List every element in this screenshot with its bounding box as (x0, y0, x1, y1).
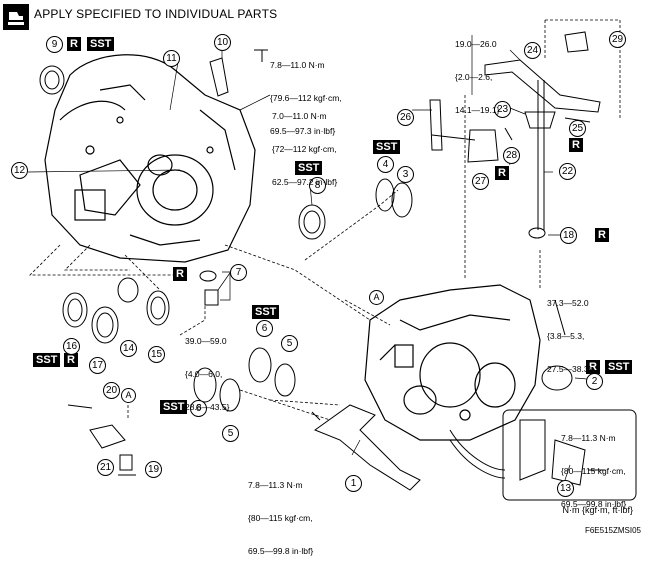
r-badge-25: R (569, 138, 583, 152)
callout-22: 22 (559, 163, 576, 180)
torque-spec-26-line2: {2.0—2.6, (455, 72, 493, 82)
dashed-lines (29, 19, 621, 421)
callout-6b: 6 (190, 400, 207, 417)
sst-badge-6b: SST (160, 400, 188, 414)
torque-spec-26: 19.0—26.0 {2.0—2.6, 14.1—19.1} (455, 17, 499, 138)
transaxle-case (364, 284, 541, 441)
callout-10: 10 (214, 34, 231, 51)
torque-spec-7-line2: {4.0—6.0, (185, 369, 223, 379)
callout-5b: 5 (222, 425, 239, 442)
torque-spec-1-line2: {80—115 kgf·cm, (248, 513, 313, 523)
torque-spec-2-line2: {3.8—5.3, (547, 331, 585, 341)
torque-spec-26-line1: 19.0—26.0 (455, 39, 497, 49)
sst-badge-4: SST (373, 140, 401, 154)
detail-inset (449, 409, 637, 501)
torque-spec-13-line2: {80—115 kgf·cm, (561, 466, 626, 476)
sst-badge-16: SST (33, 353, 61, 367)
torque-spec-10-line1: 7.8—11.0 N·m (270, 60, 325, 70)
torque-spec-12-line1: 7.0—11.0 N·m (272, 111, 327, 121)
torque-spec-10: 7.8—11.0 N·m {79.6—112 kgf·cm, 69.5—97.3… (270, 38, 342, 159)
torque-spec-7-line1: 39.0—59.0 (185, 336, 227, 346)
r-badge-18: R (595, 228, 609, 242)
sst-badge-6: SST (252, 305, 280, 319)
callout-21: 21 (97, 459, 114, 476)
callout-24: 24 (524, 42, 541, 59)
page-title: APPLY SPECIFIED TO INDIVIDUAL PARTS (34, 7, 278, 21)
figure-id: F6E515ZMSI05 (584, 526, 641, 535)
sst-badge-2: SST (605, 360, 633, 374)
callout-14: 14 (120, 340, 137, 357)
torque-spec-13-line3: 69.5—99.8 in·lbf} (561, 499, 627, 509)
torque-spec-26-line3: 14.1—19.1} (455, 105, 500, 115)
callout-26: 26 (397, 109, 414, 126)
reference-letter-a: A (369, 290, 384, 305)
callout-7: 7 (230, 264, 247, 281)
r-badge-28: R (495, 166, 509, 180)
leader-lines (27, 35, 601, 481)
callout-12: 12 (11, 162, 28, 179)
tool-icon-glyph (8, 12, 24, 25)
torque-spec-10-line2: {79.6—112 kgf·cm, (270, 93, 342, 103)
r-badge-9: R (67, 37, 81, 51)
callout-25: 25 (569, 120, 586, 137)
callout-28: 28 (503, 147, 520, 164)
callout-29: 29 (609, 31, 626, 48)
sst-badge-9: SST (87, 37, 115, 51)
callout-6a: 6 (256, 320, 273, 337)
diagram-lines (27, 19, 637, 501)
callout-17: 17 (89, 357, 106, 374)
callout-5a: 5 (281, 335, 298, 352)
callout-23: 23 (494, 101, 511, 118)
callout-20: 20 (103, 382, 120, 399)
torque-spec-12-line2: {72—112 kgf·cm, (272, 144, 337, 154)
torque-spec-1: 7.8—11.3 N·m {80—115 kgf·cm, 69.5—99.8 i… (248, 458, 313, 579)
exploded-diagram: APPLY SPECIFIED TO INDIVIDUAL PARTS R SS… (3, 4, 641, 556)
callout-4: 4 (377, 156, 394, 173)
r-badge-7: R (173, 267, 187, 281)
callout-9: 9 (46, 36, 63, 53)
callout-8: 8 (309, 177, 326, 194)
torque-spec-12-line3: 62.5—97.2 in·lbf} (272, 177, 338, 187)
torque-spec-13-line1: 7.8—11.3 N·m (561, 433, 616, 443)
torque-spec-12: 7.0—11.0 N·m {72—112 kgf·cm, 62.5—97.2 i… (272, 89, 337, 210)
clutch-housing (44, 54, 256, 263)
r-badge-2: R (586, 360, 600, 374)
torque-spec-2-line3: 27.5—38.3} (547, 364, 592, 374)
callout-19: 19 (145, 461, 162, 478)
callout-1: 1 (345, 475, 362, 492)
unit-legend: N·m {kgf·m, ft·lbf} (562, 505, 633, 515)
seals (39, 65, 573, 412)
callout-16: 16 (63, 338, 80, 355)
torque-spec-7-line3: 28.8—43.5} (185, 402, 230, 412)
callout-13: 13 (557, 480, 574, 497)
torque-spec-1-line1: 7.8—11.3 N·m (248, 480, 303, 490)
callout-15: 15 (148, 346, 165, 363)
tool-icon (3, 4, 29, 30)
callout-27: 27 (472, 173, 489, 190)
shift-parts (67, 31, 601, 491)
torque-spec-2-line1: 37.3—52.0 (547, 298, 589, 308)
reference-letter-a-2: A (121, 388, 136, 403)
torque-spec-1-line3: 69.5—99.8 in·lbf} (248, 546, 314, 556)
torque-spec-2: 37.3—52.0 {3.8—5.3, 27.5—38.3} (547, 276, 591, 397)
callout-2: 2 (586, 373, 603, 390)
torque-spec-13: 7.8—11.3 N·m {80—115 kgf·cm, 69.5—99.8 i… (561, 411, 626, 532)
r-badge-16: R (64, 353, 78, 367)
callout-3: 3 (397, 166, 414, 183)
sst-badge-8: SST (295, 161, 323, 175)
callout-18: 18 (560, 227, 577, 244)
torque-spec-10-line3: 69.5—97.3 in·lbf} (270, 126, 336, 136)
torque-spec-7: 39.0—59.0 {4.0—6.0, 28.8—43.5} (185, 314, 229, 435)
callout-11: 11 (163, 50, 180, 67)
